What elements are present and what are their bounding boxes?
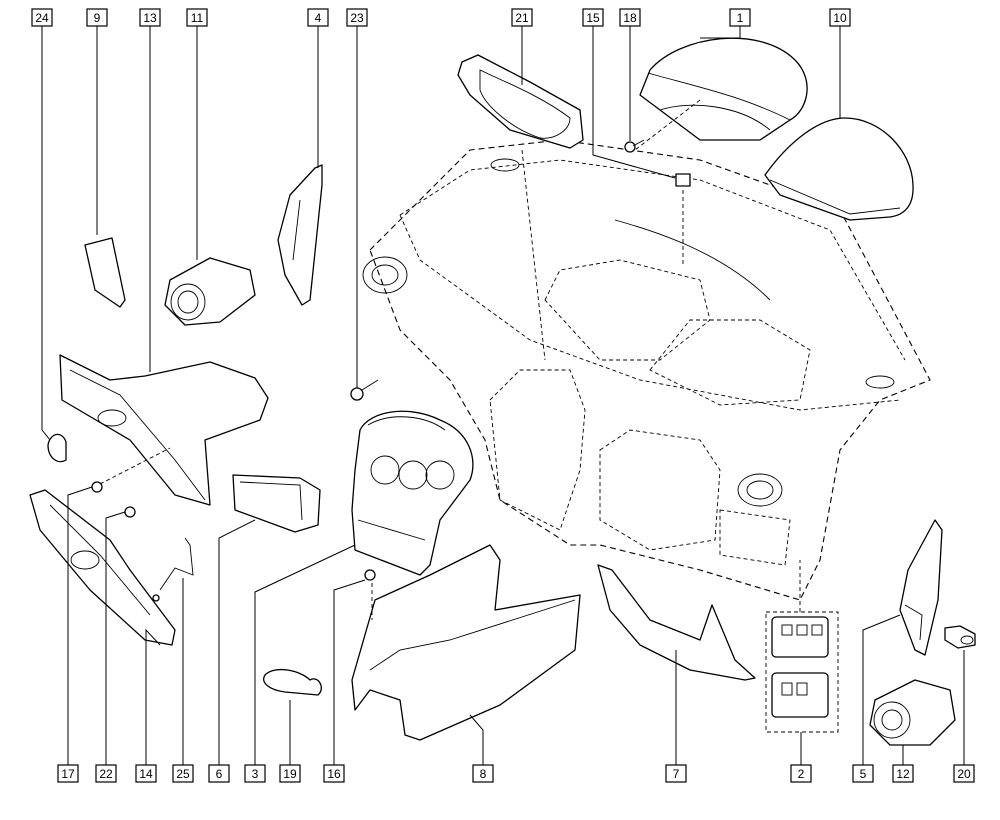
callout-5: 5 — [852, 764, 874, 783]
callout-4: 4 — [307, 8, 329, 27]
callout-7: 7 — [665, 764, 687, 783]
part-3-center-console-panel — [351, 410, 474, 576]
callout-2: 2 — [790, 764, 812, 783]
svg-text:13: 13 — [143, 11, 157, 25]
svg-text:12: 12 — [896, 767, 910, 781]
callout-9: 9 — [86, 8, 108, 27]
svg-text:14: 14 — [139, 767, 153, 781]
callout-14: 14 — [135, 764, 157, 783]
svg-text:19: 19 — [283, 767, 297, 781]
callout-13: 13 — [139, 8, 161, 27]
svg-text:11: 11 — [191, 11, 204, 25]
part-20-socket — [944, 625, 976, 649]
svg-text:20: 20 — [957, 767, 971, 781]
svg-text:3: 3 — [252, 767, 259, 781]
svg-text:10: 10 — [833, 11, 847, 25]
part-7-lower-trim — [597, 564, 756, 681]
part-5-right-end-panel — [899, 519, 943, 656]
svg-text:25: 25 — [176, 767, 190, 781]
svg-text:18: 18 — [623, 11, 637, 25]
part-6-storage-tray — [232, 474, 321, 533]
svg-text:17: 17 — [61, 767, 75, 781]
dashboard-assembly — [362, 139, 931, 601]
part-21-cluster-surround — [457, 54, 584, 149]
callout-1: 1 — [729, 8, 751, 27]
part-10-hood-cover — [764, 117, 914, 221]
callout-3: 3 — [244, 764, 266, 783]
part-9-trim-panel — [84, 237, 126, 308]
callout-20: 20 — [953, 764, 975, 783]
svg-text:23: 23 — [350, 11, 364, 25]
part-4-side-end-panel — [277, 164, 323, 306]
callout-21: 21 — [511, 8, 533, 27]
part-16-screw — [364, 569, 376, 581]
svg-text:24: 24 — [35, 11, 49, 25]
callout-8: 8 — [472, 764, 494, 783]
callout-18: 18 — [619, 8, 641, 27]
svg-text:8: 8 — [480, 767, 487, 781]
part-8-lower-console — [351, 544, 581, 741]
svg-text:16: 16 — [327, 767, 341, 781]
callout-24: 24 — [31, 8, 53, 27]
callout-15: 15 — [582, 8, 604, 27]
callout-10: 10 — [829, 8, 851, 27]
part-24-clip — [47, 433, 67, 463]
callout-22: 22 — [95, 764, 117, 783]
svg-text:5: 5 — [860, 767, 867, 781]
callout-6: 6 — [208, 764, 230, 783]
svg-text:21: 21 — [515, 11, 529, 25]
svg-text:22: 22 — [99, 767, 113, 781]
leader-lines — [41, 26, 965, 765]
part-2-switch-module — [765, 611, 839, 733]
callout-12: 12 — [892, 764, 914, 783]
svg-text:15: 15 — [586, 11, 600, 25]
part-14-glovebox-lid — [29, 489, 176, 646]
callout-17: 17 — [57, 764, 79, 783]
svg-text:6: 6 — [216, 767, 223, 781]
part-22-screw — [124, 506, 136, 518]
part-25-wire-clip — [152, 537, 194, 602]
part-15-clip — [675, 173, 691, 187]
callout-25: 25 — [172, 764, 194, 783]
callout-19: 19 — [279, 764, 301, 783]
svg-text:4: 4 — [315, 11, 322, 25]
part-18-screw — [624, 139, 645, 153]
svg-text:7: 7 — [673, 767, 680, 781]
svg-text:9: 9 — [94, 11, 101, 25]
part-1-instrument-hood — [639, 37, 808, 141]
part-23-bolt — [350, 379, 379, 401]
svg-text:1: 1 — [737, 11, 744, 25]
callout-16: 16 — [323, 764, 345, 783]
part-12-right-air-vent — [869, 679, 956, 746]
part-13-glovebox — [59, 354, 269, 506]
svg-text:2: 2 — [798, 767, 805, 781]
callout-23: 23 — [346, 8, 368, 27]
part-19-mat — [263, 668, 322, 696]
part-11-left-air-vent — [164, 257, 256, 326]
callout-11: 11 — [186, 8, 208, 27]
